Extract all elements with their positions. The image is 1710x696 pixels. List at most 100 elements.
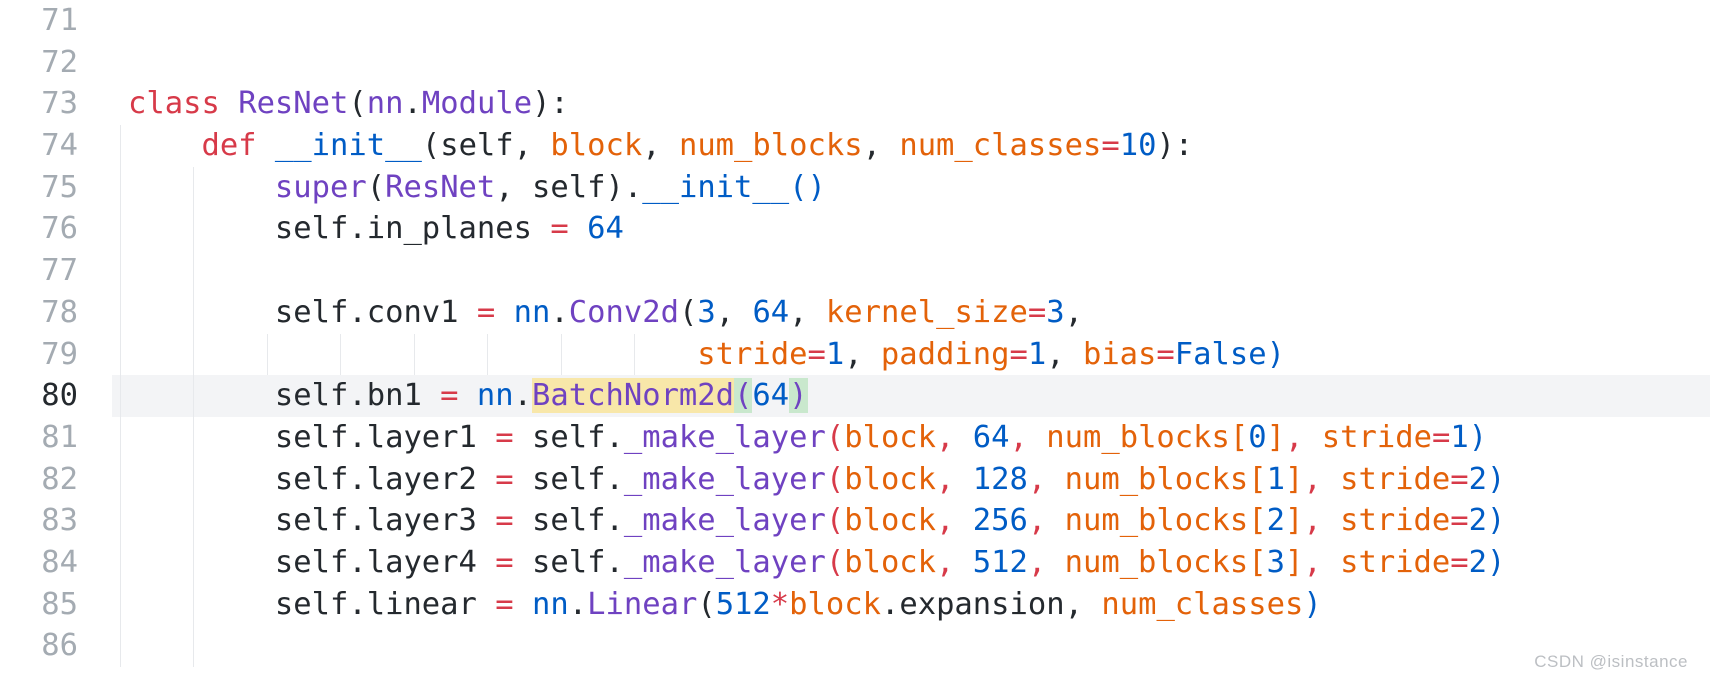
code-token: ): <box>532 86 569 122</box>
code-token: ( <box>348 86 367 122</box>
code-token: self.layer4 <box>274 544 496 580</box>
code-token: block <box>789 586 881 622</box>
code-token: = <box>1156 336 1175 372</box>
code-token: , <box>1064 294 1084 330</box>
indent-guide <box>193 625 195 667</box>
code-line[interactable]: 82 self.layer2 = self._make_layer(block,… <box>0 458 1710 501</box>
code-line[interactable]: 77 <box>0 250 1710 292</box>
code-line-content <box>112 625 1710 667</box>
code-token: = <box>807 336 826 372</box>
code-token: , <box>1303 544 1341 580</box>
indent-guide <box>193 291 195 334</box>
code-line[interactable]: 78 self.conv1 = nn.Conv2d(3, 64, kernel_… <box>0 291 1710 334</box>
code-token: 512 <box>715 586 771 622</box>
code-token: = <box>440 378 459 414</box>
code-token: ] <box>1285 544 1304 580</box>
code-line[interactable]: 79 stride=1, padding=1, bias=False) <box>0 333 1710 376</box>
code-token: 2 <box>1468 503 1488 539</box>
code-token: , <box>1303 503 1341 539</box>
code-token: Module <box>421 86 533 122</box>
code-token: , <box>1027 544 1065 580</box>
indent-guide <box>120 541 121 584</box>
code-token: , <box>936 419 973 455</box>
indent-guide <box>193 583 195 626</box>
code-token: block <box>844 503 937 539</box>
code-token: * <box>770 586 790 622</box>
code-line-content: class ResNet(nn.Module): <box>112 83 1710 125</box>
indent-guide <box>487 333 489 376</box>
code-token: , <box>936 544 973 580</box>
indent-guide <box>340 333 342 376</box>
code-token: . <box>605 503 624 539</box>
line-number: 78 <box>41 294 78 330</box>
indent-guide <box>193 375 195 417</box>
code-line[interactable]: 83 self.layer3 = self._make_layer(block,… <box>0 500 1710 542</box>
code-token: stride <box>1340 503 1451 539</box>
code-token: __init__ <box>274 128 422 164</box>
line-number: 72 <box>41 44 78 80</box>
code-token: padding <box>880 336 1010 372</box>
code-token: = <box>495 544 514 580</box>
code-token: = <box>1027 294 1047 330</box>
code-token: = <box>495 586 514 622</box>
code-token: num_blocks <box>678 128 863 164</box>
code-token: [ <box>1229 419 1249 455</box>
code-line[interactable]: 85 self.linear = nn.Linear(512*block.exp… <box>0 583 1710 626</box>
code-line[interactable]: 72 <box>0 42 1710 84</box>
code-token <box>257 128 275 163</box>
code-token: ResNet <box>238 86 349 122</box>
code-token: _make_layer <box>623 461 826 497</box>
code-token: __init__ <box>642 169 790 205</box>
code-line[interactable]: 75 super(ResNet, self).__init__() <box>0 166 1710 209</box>
code-line[interactable]: 71 <box>0 0 1710 42</box>
code-token: ) <box>1487 503 1506 539</box>
code-token: nn <box>513 294 551 330</box>
code-token: 1 <box>1027 336 1047 372</box>
line-number: 81 <box>41 419 78 455</box>
code-line-content: self.layer2 = self._make_layer(block, 12… <box>112 458 1710 501</box>
code-token: 1 <box>1266 461 1285 497</box>
indent-guide <box>193 500 195 542</box>
code-line[interactable]: 86 <box>0 625 1710 667</box>
code-token: num_blocks <box>1064 544 1249 580</box>
code-token: , <box>1064 586 1102 622</box>
code-token: , <box>1285 419 1322 455</box>
code-token: ] <box>1285 461 1304 497</box>
code-line[interactable]: 74 def __init__(self, block, num_blocks,… <box>0 125 1710 167</box>
code-token <box>514 545 532 580</box>
code-token: [ <box>1248 544 1267 580</box>
code-token: ( <box>825 419 845 455</box>
code-line-content <box>112 250 1710 292</box>
code-token: ) <box>1468 419 1488 455</box>
code-token: 0 <box>1248 419 1267 455</box>
code-token: ( <box>825 503 845 539</box>
code-line-active[interactable]: 80 self.bn1 = nn.BatchNorm2d(64) <box>0 375 1710 417</box>
code-token: 64 <box>587 211 624 247</box>
code-token: False <box>1174 336 1267 372</box>
code-token: ( <box>678 294 698 330</box>
code-token: , <box>495 169 533 205</box>
code-token: . <box>605 544 624 580</box>
code-token: = <box>1101 128 1120 164</box>
code-token: self <box>532 419 606 455</box>
code-token: ( <box>825 461 845 497</box>
code-line-content: stride=1, padding=1, bias=False) <box>112 333 1710 376</box>
indent-guide <box>193 166 195 209</box>
code-line-content <box>112 42 1710 84</box>
code-token <box>514 587 532 622</box>
code-line[interactable]: 84 self.layer4 = self._make_layer(block,… <box>0 541 1710 584</box>
code-token: self.layer2 <box>274 461 496 497</box>
code-token: , <box>1027 503 1065 539</box>
code-token <box>128 378 275 413</box>
code-token <box>514 420 532 455</box>
code-line[interactable]: 76 self.in_planes = 64 <box>0 208 1710 251</box>
code-token: 3 <box>1266 544 1285 580</box>
code-token: Conv2d <box>568 294 679 330</box>
code-token: ) <box>1487 544 1506 580</box>
code-line[interactable]: 81 self.layer1 = self._make_layer(block,… <box>0 416 1710 459</box>
code-token: stride <box>1340 461 1451 497</box>
code-token: , <box>1009 419 1047 455</box>
